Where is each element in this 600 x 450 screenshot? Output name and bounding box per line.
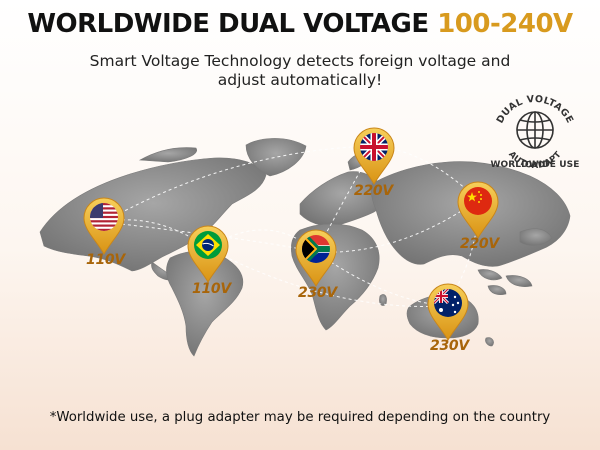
voltage-label-australia: 230V bbox=[430, 338, 469, 354]
subheadline: Smart Voltage Technology detects foreign… bbox=[20, 52, 580, 90]
globe-icon bbox=[516, 111, 554, 149]
location-pin-brazil bbox=[186, 224, 230, 284]
location-pin-south-africa bbox=[294, 228, 338, 288]
headline-voltage-range: 100-240V bbox=[437, 9, 573, 39]
voltage-label-usa: 110V bbox=[86, 252, 125, 268]
footnote: *Worldwide use, a plug adapter may be re… bbox=[49, 410, 551, 425]
location-pin-uk bbox=[352, 126, 396, 186]
uk-flag-icon bbox=[360, 133, 388, 161]
location-pin-usa bbox=[82, 196, 126, 256]
south-africa-flag-icon bbox=[302, 235, 330, 263]
location-pin-australia bbox=[426, 282, 470, 342]
australia-flag-icon bbox=[434, 289, 462, 317]
headline: WORLDWIDE DUAL VOLTAGE 100-240V bbox=[0, 9, 600, 39]
china-flag-icon bbox=[464, 187, 492, 215]
voltage-label-uk: 220V bbox=[354, 183, 393, 199]
dual-voltage-badge: DUAL VOLTAGE AUTOADAPT bbox=[495, 94, 575, 171]
voltage-label-china: 220V bbox=[460, 236, 499, 252]
subheadline-line-1: Smart Voltage Technology detects foreign… bbox=[89, 52, 511, 70]
subheadline-line-2: adjust automatically! bbox=[217, 71, 383, 89]
voltage-label-south-africa: 230V bbox=[298, 285, 337, 301]
voltage-label-brazil: 110V bbox=[192, 281, 231, 297]
headline-main: WORLDWIDE DUAL VOLTAGE bbox=[27, 9, 429, 39]
usa-flag-icon bbox=[90, 203, 118, 231]
brazil-flag-icon bbox=[194, 231, 222, 259]
location-pin-china bbox=[456, 180, 500, 240]
badge-caption: WORLDWIDE USE bbox=[490, 160, 580, 170]
